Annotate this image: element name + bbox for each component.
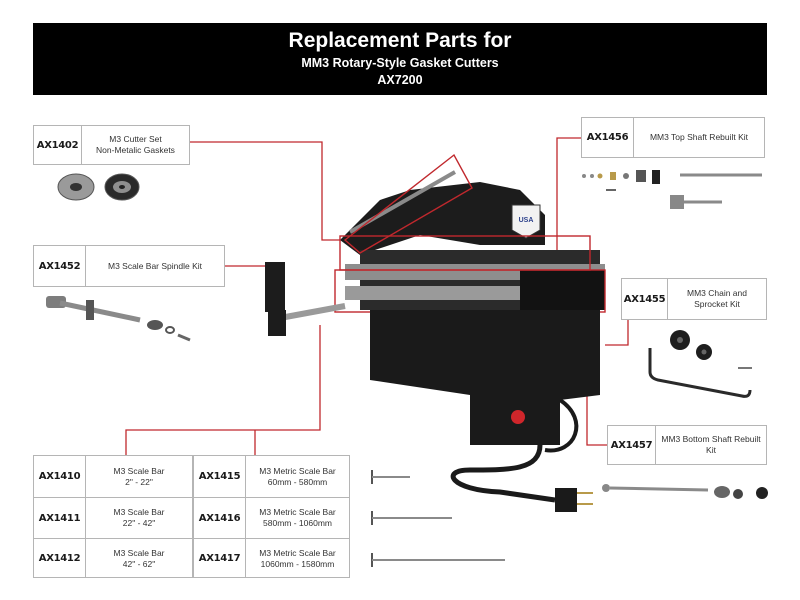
part-description: MM3 Top Shaft Rebuilt Kit: [649, 132, 749, 142]
metric-scale-bar-table: AX1415 M3 Metric Scale Bar 60mm - 580mm …: [193, 455, 350, 578]
table-row: AX1412 M3 Scale Bar 42" - 62": [34, 538, 192, 578]
table-row: AX1415 M3 Metric Scale Bar 60mm - 580mm: [194, 456, 349, 497]
part-code: AX1412: [34, 539, 86, 578]
table-row: AX1417 M3 Metric Scale Bar 1060mm - 1580…: [194, 538, 349, 578]
metric-bar-images: [371, 470, 505, 567]
bottom-shaft-kit-image: [602, 484, 768, 499]
leader-ax1402: [190, 141, 345, 241]
part-code: AX1457: [608, 426, 656, 464]
table-row: AX1416 M3 Metric Scale Bar 580mm - 1060m…: [194, 497, 349, 538]
leader-scale-bars: [125, 325, 321, 458]
part-ax1402: AX1402 M3 Cutter Set Non-Metalic Gaskets: [33, 125, 190, 165]
header-banner: Replacement Parts for MM3 Rotary-Style G…: [33, 23, 767, 95]
part-description: M3 Cutter Set Non-Metalic Gaskets: [96, 134, 175, 155]
part-description: M3 Metric Scale Bar 60mm - 580mm: [259, 465, 336, 487]
spindle-kit-image: [46, 296, 191, 342]
part-code: AX1402: [34, 126, 82, 164]
table-row: AX1410 M3 Scale Bar 2" - 22": [34, 456, 192, 497]
part-code: AX1456: [582, 118, 634, 157]
header-subtitle: MM3 Rotary-Style Gasket Cutters: [301, 56, 499, 70]
part-code: AX1417: [194, 539, 246, 578]
part-description: M3 Scale Bar 42" - 62": [113, 547, 165, 569]
part-description: M3 Scale Bar 2" - 22": [113, 465, 165, 487]
part-description: M3 Scale Bar 22" - 42": [113, 507, 165, 528]
part-code: AX1455: [622, 279, 668, 319]
part-ax1455: AX1455 MM3 Chain and Sprocket Kit: [621, 278, 767, 320]
cutter-set-image: [57, 173, 140, 201]
part-description: M3 Metric Scale Bar 580mm - 1060mm: [259, 507, 336, 528]
part-description: M3 Scale Bar Spindle Kit: [107, 260, 203, 271]
part-code: AX1415: [194, 456, 246, 497]
gasket-cutter-machine: USA: [265, 153, 606, 512]
usa-badge: USA: [519, 217, 534, 224]
scale-bar-table: AX1410 M3 Scale Bar 2" - 22" AX1411 M3 S…: [33, 455, 193, 578]
part-ax1452: AX1452 M3 Scale Bar Spindle Kit: [33, 245, 225, 287]
part-description: MM3 Bottom Shaft Rebuilt Kit: [661, 434, 761, 455]
part-code: AX1416: [194, 498, 246, 538]
chain-sprocket-image: [648, 330, 752, 398]
part-description: MM3 Chain and Sprocket Kit: [686, 288, 747, 309]
part-ax1457: AX1457 MM3 Bottom Shaft Rebuilt Kit: [607, 425, 767, 465]
part-ax1456: AX1456 MM3 Top Shaft Rebuilt Kit: [581, 117, 765, 158]
leader-ax1456: [556, 137, 581, 250]
part-description: M3 Metric Scale Bar 1060mm - 1580mm: [259, 547, 336, 569]
header-model: AX7200: [377, 73, 423, 87]
table-row: AX1411 M3 Scale Bar 22" - 42": [34, 497, 192, 538]
leader-ax1457: [586, 395, 607, 446]
part-code: AX1411: [34, 498, 86, 538]
header-title: Replacement Parts for: [288, 29, 512, 52]
part-code: AX1410: [34, 456, 86, 497]
part-code: AX1452: [34, 246, 86, 286]
top-shaft-kit-image: [582, 170, 762, 209]
